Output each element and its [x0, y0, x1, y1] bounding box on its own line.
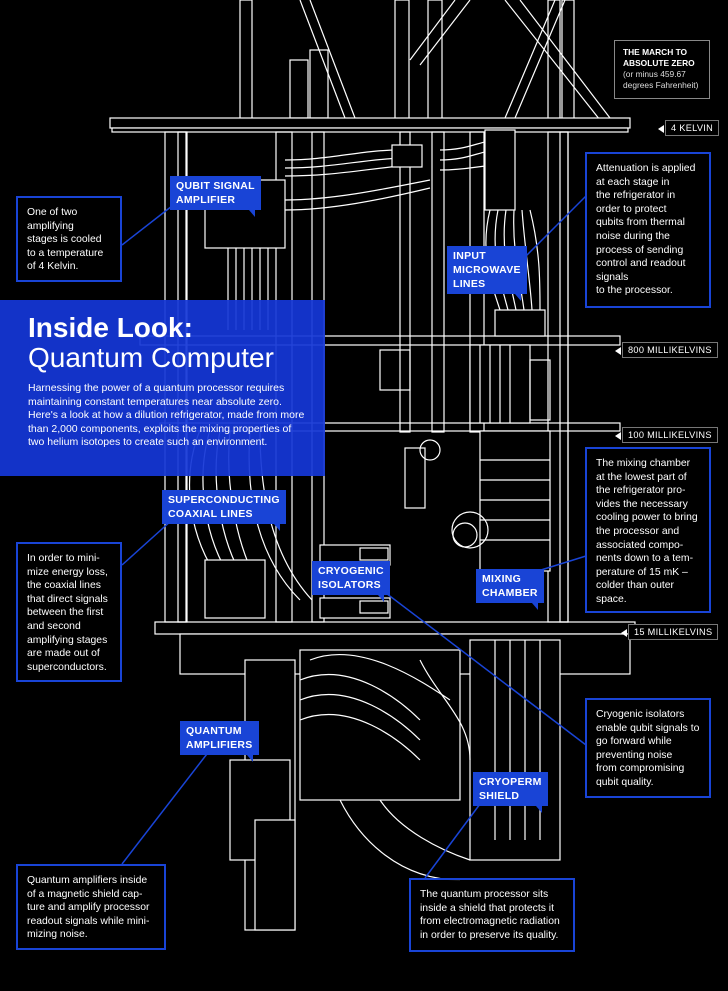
- desc-mixing-chamber: The mixing chamber at the lowest part of…: [585, 447, 711, 613]
- temp-100-millikelvins: 100 MILLIKELVINS: [615, 427, 718, 443]
- intro-text: Harnessing the power of a quantum proces…: [28, 382, 305, 448]
- top-struts: [239, 0, 611, 121]
- heat-exchanger: [379, 344, 551, 424]
- bottom-assembly: [179, 633, 631, 931]
- march-info-box: THE MARCH TO ABSOLUTE ZERO (or minus 459…: [614, 40, 710, 99]
- intro-panel: Inside Look: Quantum Computer Harnessing…: [0, 300, 325, 476]
- label-qubit-signal-amplifier: QUBIT SIGNAL AMPLIFIER: [170, 176, 261, 217]
- temp-15-millikelvins: 15 MILLIKELVINS: [620, 624, 719, 640]
- label-mixing-chamber: MIXING CHAMBER: [476, 569, 544, 610]
- desc-cryogenic-isolators: Cryogenic isolators enable qubit signals…: [585, 698, 711, 798]
- march-sub: (or minus 459.67 degrees Fahrenheit): [623, 69, 699, 90]
- desc-amplifier: One of two amplifying stages is cooled t…: [16, 196, 122, 282]
- label-quantum-amplifiers: QUANTUM AMPLIFIERS: [180, 721, 259, 762]
- cable-bundle-top: [284, 139, 501, 211]
- page-title-line2: Quantum Computer: [28, 342, 274, 373]
- label-superconducting-coaxial-lines: SUPERCONDUCTING COAXIAL LINES: [162, 490, 286, 531]
- temp-800-millikelvins: 800 MILLIKELVINS: [615, 342, 718, 358]
- march-heading: THE MARCH TO ABSOLUTE ZERO: [623, 47, 695, 68]
- callout-lines: [121, 195, 587, 879]
- label-cryoperm-shield: CRYOPERM SHIELD: [473, 772, 548, 813]
- label-input-microwave-lines: INPUT MICROWAVE LINES: [447, 246, 527, 301]
- desc-attenuation: Attenuation is applied at each stage in …: [585, 152, 711, 308]
- desc-cryoperm-shield: The quantum processor sits inside a shie…: [409, 878, 575, 952]
- mixing-chamber: [404, 430, 551, 572]
- isolator-blocks: [319, 544, 391, 619]
- temp-4-kelvin: 4 KELVIN: [657, 120, 720, 136]
- label-cryogenic-isolators: CRYOGENIC ISOLATORS: [312, 561, 390, 602]
- desc-quantum-amplifiers: Quantum amplifiers inside of a magnetic …: [16, 864, 166, 950]
- page-title-line1: Inside Look:: [28, 312, 193, 343]
- desc-coaxial-lines: In order to mini- mize energy loss, the …: [16, 542, 122, 682]
- microwave-lines: [484, 129, 546, 337]
